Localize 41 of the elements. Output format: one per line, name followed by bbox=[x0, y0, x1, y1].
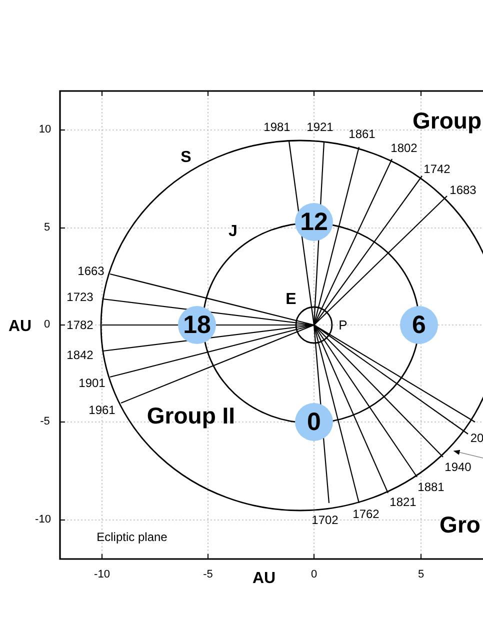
point-label: E bbox=[286, 292, 296, 308]
year-label: 1901 bbox=[78, 377, 106, 389]
group-label: Gro bbox=[440, 514, 480, 536]
planet-circle: 12 bbox=[295, 203, 333, 241]
year-label: 20 bbox=[470, 432, 483, 444]
orbit-label: S bbox=[180, 150, 192, 166]
tick-label: -10 bbox=[94, 570, 110, 580]
year-label: 1842 bbox=[66, 349, 94, 361]
planet-circle: 18 bbox=[178, 306, 216, 344]
year-label: 1881 bbox=[418, 481, 444, 493]
tick-label: 0 bbox=[310, 570, 318, 580]
year-label: 1683 bbox=[450, 184, 476, 196]
tick-label: -5 bbox=[203, 570, 213, 580]
group-label: Group bbox=[412, 110, 482, 132]
year-label: 1782 bbox=[66, 319, 94, 331]
axis-title: AU bbox=[8, 319, 32, 335]
year-label: 1921 bbox=[306, 121, 334, 133]
group-label: Group II bbox=[146, 404, 236, 428]
axis-title: AU bbox=[252, 571, 276, 587]
year-label: 1663 bbox=[78, 265, 104, 277]
year-label: 1762 bbox=[352, 508, 380, 520]
tick-label: 5 bbox=[44, 222, 50, 234]
year-label: 1821 bbox=[390, 496, 416, 508]
tick-label: 0 bbox=[44, 320, 50, 330]
orbit-label: J bbox=[228, 224, 238, 240]
year-label: 1961 bbox=[88, 404, 116, 416]
year-label: 1742 bbox=[424, 163, 450, 175]
year-label: 1723 bbox=[66, 291, 94, 303]
year-label: 1981 bbox=[264, 121, 290, 133]
tick-label: -5 bbox=[40, 416, 50, 428]
year-label: 1861 bbox=[348, 128, 376, 140]
planet-circle: 0 bbox=[295, 403, 333, 441]
tick-label: -10 bbox=[35, 514, 51, 526]
year-label: 1940 bbox=[444, 461, 472, 473]
tick-label: 5 bbox=[418, 570, 424, 580]
year-label: 1702 bbox=[312, 514, 338, 526]
planet-circle: 6 bbox=[400, 306, 438, 344]
plot-note: Ecliptic plane bbox=[96, 531, 168, 543]
point-label: P bbox=[338, 318, 348, 332]
year-label: 1802 bbox=[390, 142, 418, 154]
tick-label: 10 bbox=[38, 124, 52, 136]
